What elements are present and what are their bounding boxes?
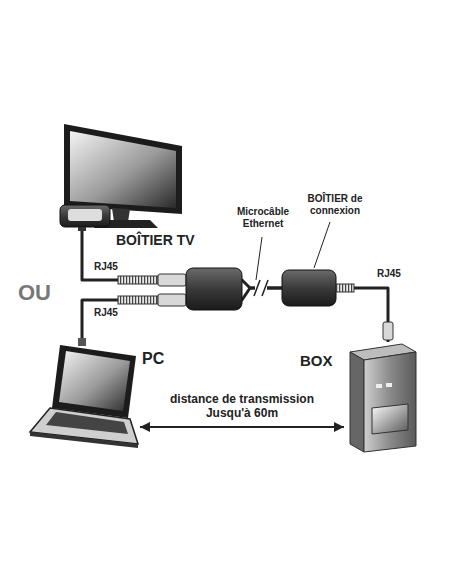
internet-box: BOX (344, 342, 420, 454)
pc-laptop: PC (28, 342, 140, 448)
connector-name: RJ45 (94, 261, 134, 273)
leader-line (314, 222, 330, 268)
distance-arrow (140, 422, 344, 432)
node-heading: BOÎTIER de connexion (300, 193, 370, 216)
ethernet-cable (336, 288, 388, 342)
connector-line (82, 230, 282, 288)
router-illustration (350, 344, 416, 452)
splitter-adapter (186, 268, 242, 310)
rj45-plug-tv (118, 274, 186, 286)
connection-box-body (282, 270, 336, 306)
cable-name: Microcâble Ethernet (232, 206, 294, 229)
rj45-plug-pc (118, 294, 186, 306)
cable-break (254, 280, 268, 296)
node-heading: BOX (300, 352, 344, 369)
ethernet-cable (82, 288, 282, 342)
laptop-illustration (30, 338, 138, 448)
leader-line (256, 237, 262, 280)
connector-line (336, 288, 388, 342)
tv-set-top-box: BOÎTIER TV (58, 122, 186, 230)
edge-label: distance de transmission Jusqu'à 60m (157, 393, 327, 421)
tv-illustration (60, 124, 182, 231)
connector-name: RJ45 (94, 307, 134, 319)
or-label: OU (18, 280, 68, 305)
connector-line (82, 288, 282, 342)
rj45-plug-box (336, 284, 393, 340)
connector-name: RJ45 (377, 268, 417, 280)
node-heading: PC (142, 350, 182, 368)
ethernet-cable (82, 230, 282, 288)
node-heading: BOÎTIER TV (116, 232, 226, 248)
connection-box: BOÎTIER de connexion (282, 270, 336, 306)
connector-line (140, 426, 344, 428)
arrow-head (334, 422, 344, 432)
arrow-head (140, 422, 150, 432)
